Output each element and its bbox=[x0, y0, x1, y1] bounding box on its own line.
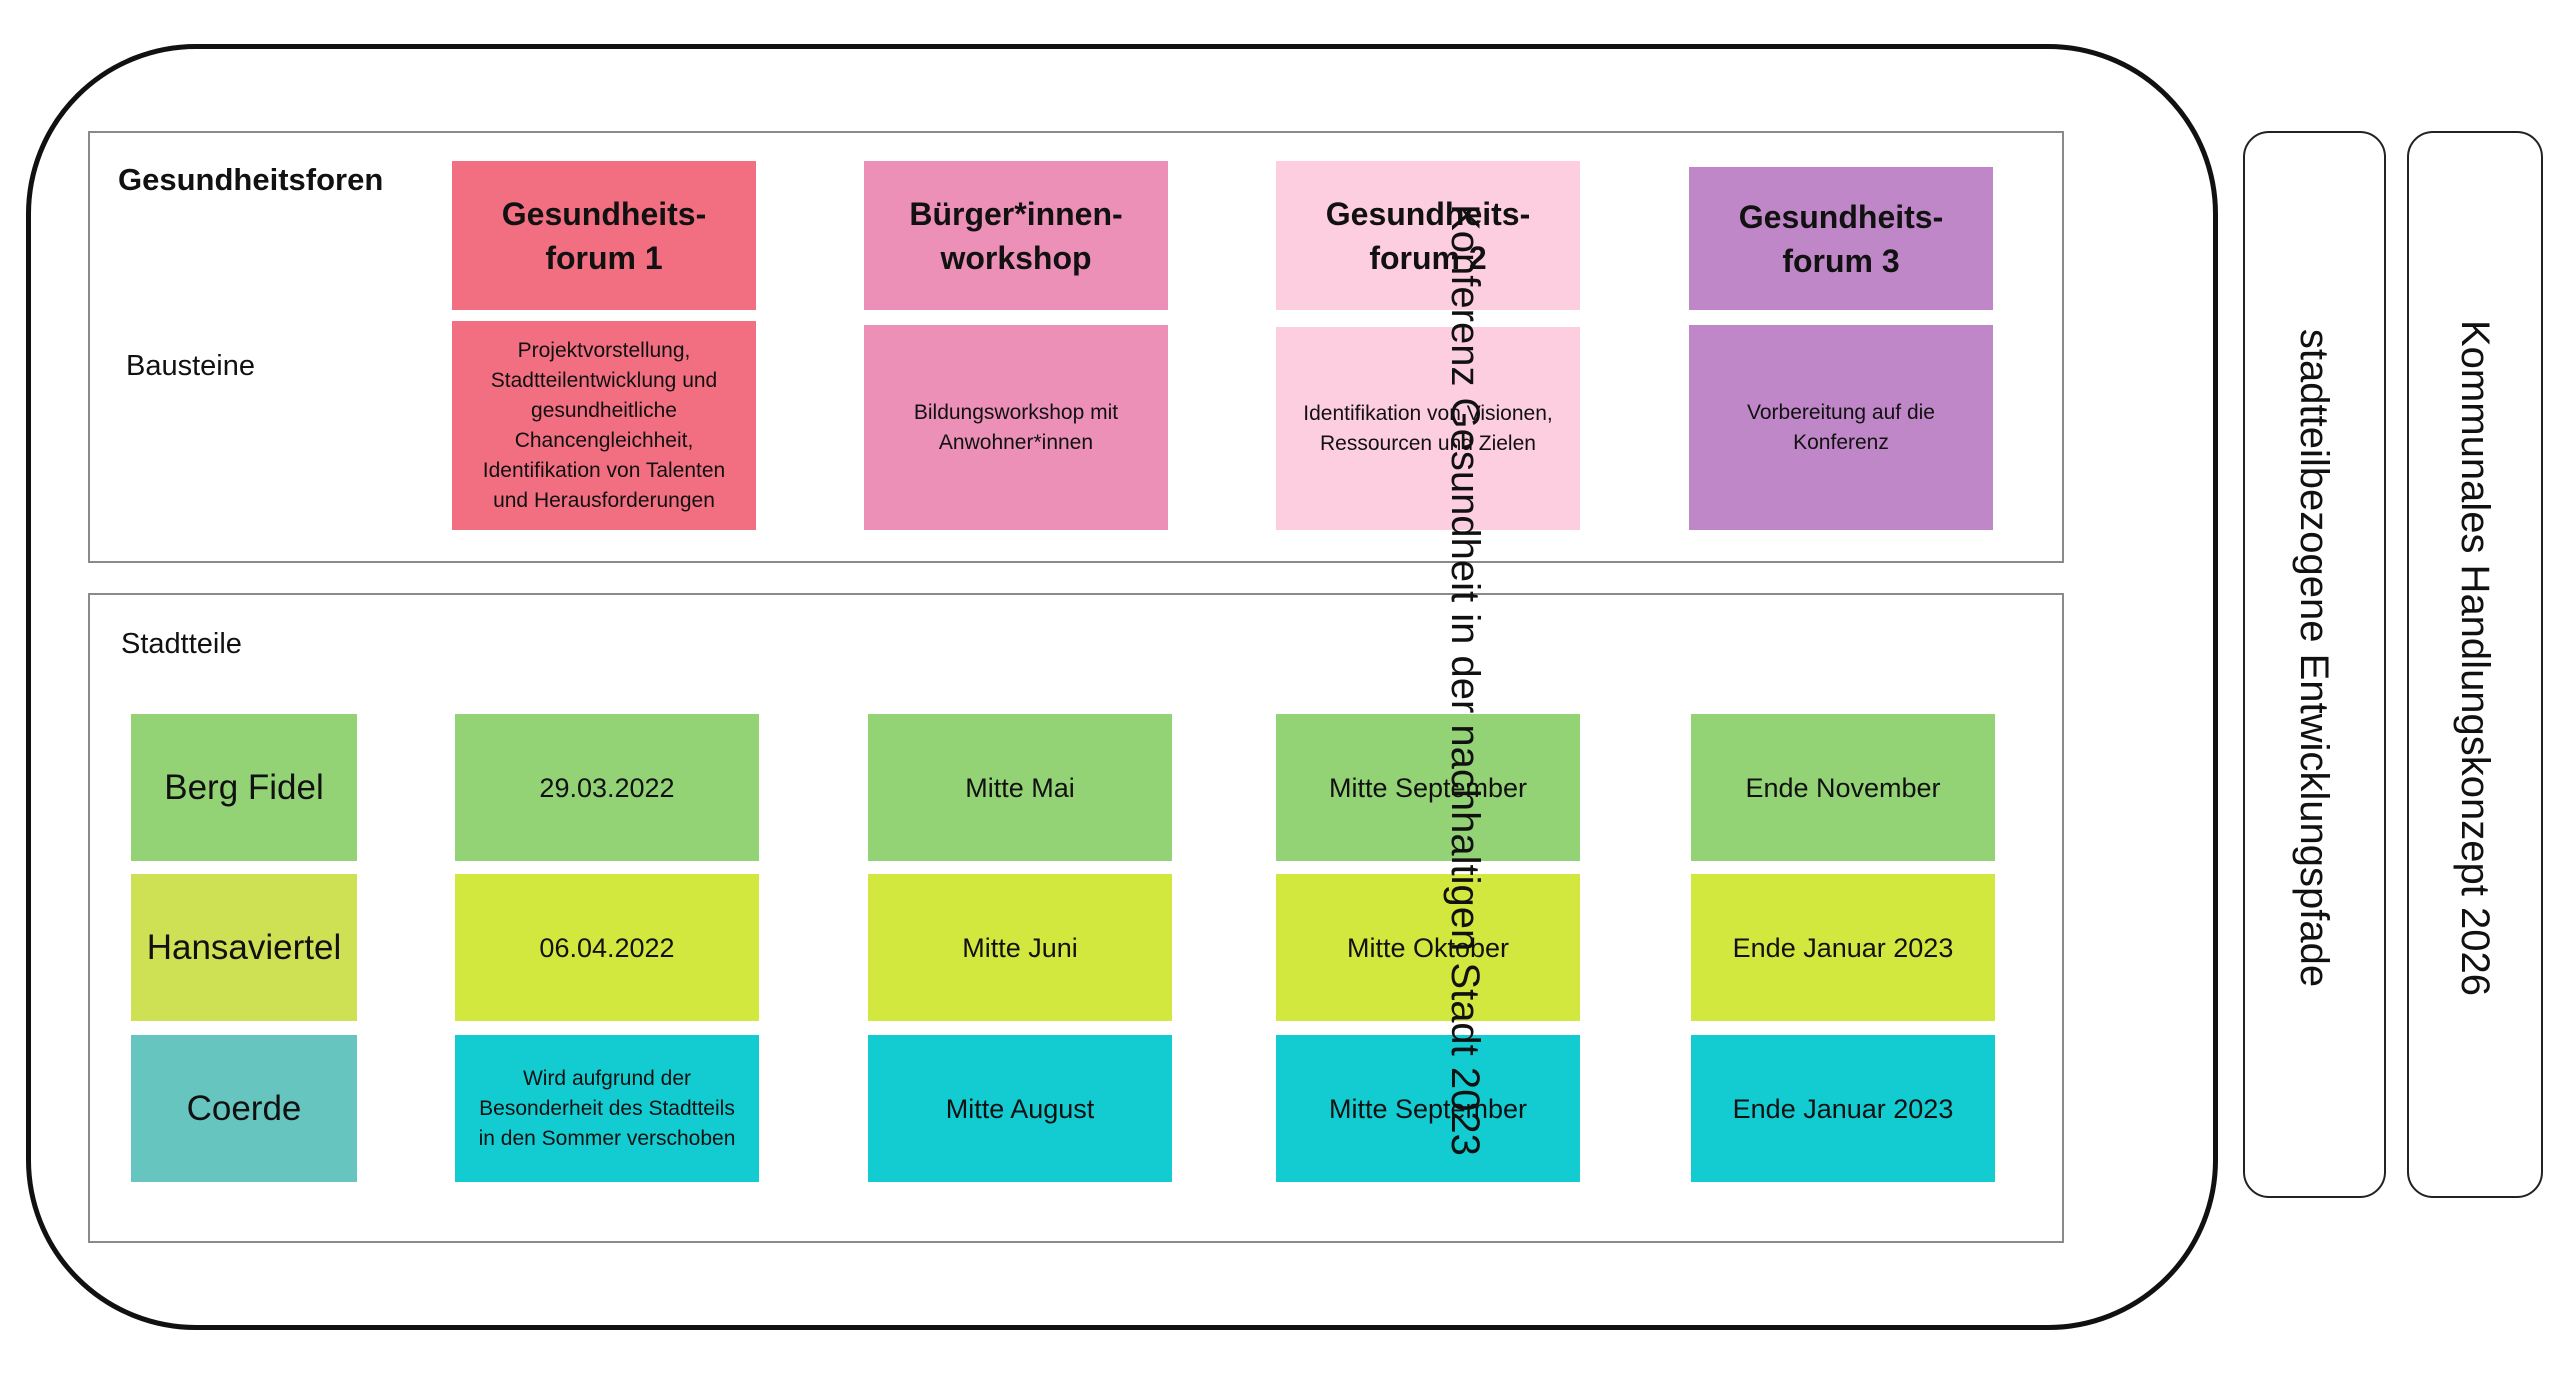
forums-heading: Gesundheitsforen bbox=[118, 162, 384, 197]
date-cell: Mitte Juni bbox=[868, 874, 1172, 1021]
date-cell: Ende November bbox=[1691, 714, 1995, 861]
desc-line: Vorbereitung auf die bbox=[1747, 400, 1935, 424]
date-cell: Mitte September bbox=[1276, 714, 1580, 861]
desc-line: und Herausforderungen bbox=[493, 488, 715, 512]
bausteine-label: Bausteine bbox=[126, 350, 255, 382]
date-cell: 29.03.2022 bbox=[455, 714, 759, 861]
date-cell: Ende Januar 2023 bbox=[1691, 1035, 1995, 1182]
desc-line: Chancengleichheit, bbox=[514, 428, 694, 452]
postponed-line: Besonderheit des Stadtteils bbox=[479, 1096, 735, 1120]
date-cell-postponed: Wird aufgrund der Besonderheit des Stadt… bbox=[455, 1035, 759, 1182]
forum-1-title: Gesundheits- forum 1 bbox=[452, 161, 756, 310]
workshop-title-line1: Bürger*innen- bbox=[909, 195, 1123, 232]
date-cell: Mitte Mai bbox=[868, 714, 1172, 861]
forum-3-title-line2: forum 3 bbox=[1782, 242, 1900, 279]
concept-label: Kommunales Handlungskonzept 2026 bbox=[2453, 320, 2498, 996]
pathways-pill bbox=[2243, 131, 2386, 1198]
forum-1-title-line1: Gesundheits- bbox=[501, 195, 707, 232]
forum-2-description: Identifikation von Visionen, Ressourcen … bbox=[1276, 327, 1580, 530]
forum-3-title: Gesundheits- forum 3 bbox=[1689, 167, 1993, 310]
concept-pill bbox=[2407, 131, 2543, 1198]
forum-2-title-line1: Gesundheits- bbox=[1325, 195, 1531, 232]
date-cell: Mitte September bbox=[1276, 1035, 1580, 1182]
outer-frame bbox=[26, 44, 2218, 1330]
workshop-title-line2: workshop bbox=[940, 239, 1092, 276]
pathways-label: stadtteilbezogene Entwicklungspfade bbox=[2292, 328, 2337, 988]
desc-line: Identifikation von Visionen, bbox=[1303, 401, 1553, 425]
forum-1-title-line2: forum 1 bbox=[545, 239, 663, 276]
desc-line: Konferenz bbox=[1793, 430, 1889, 454]
date-cell: Mitte Oktober bbox=[1276, 874, 1580, 1021]
district-berg-fidel: Berg Fidel bbox=[131, 714, 357, 861]
forum-1-description: Projektvorstellung, Stadtteilentwicklung… bbox=[452, 321, 756, 530]
forum-3-title-line1: Gesundheits- bbox=[1738, 198, 1944, 235]
date-cell: 06.04.2022 bbox=[455, 874, 759, 1021]
workshop-title: Bürger*innen- workshop bbox=[864, 161, 1168, 310]
districts-heading: Stadtteile bbox=[121, 628, 242, 660]
workshop-description: Bildungsworkshop mit Anwohner*innen bbox=[864, 325, 1168, 530]
desc-line: gesundheitliche bbox=[531, 398, 677, 422]
desc-line: Identifikation von Talenten bbox=[482, 458, 726, 482]
postponed-line: Wird aufgrund der bbox=[522, 1066, 692, 1090]
conference-label: Konferenz Gesundheit in der nachhaltigen… bbox=[1443, 204, 1488, 1156]
forum-2-title-line2: forum 2 bbox=[1369, 239, 1487, 276]
desc-line: Bildungsworkshop mit bbox=[913, 400, 1119, 424]
date-cell: Mitte August bbox=[868, 1035, 1172, 1182]
postponed-line: in den Sommer verschoben bbox=[478, 1126, 736, 1150]
forum-2-title: Gesundheits- forum 2 bbox=[1276, 161, 1580, 310]
district-coerde: Coerde bbox=[131, 1035, 357, 1182]
desc-line: Projektvorstellung, bbox=[517, 338, 691, 362]
desc-line: Anwohner*innen bbox=[938, 430, 1094, 454]
district-hansaviertel: Hansaviertel bbox=[131, 874, 357, 1021]
desc-line: Stadtteilentwicklung und bbox=[490, 368, 718, 392]
desc-line: Ressourcen und Zielen bbox=[1320, 431, 1536, 455]
date-cell: Ende Januar 2023 bbox=[1691, 874, 1995, 1021]
forum-3-description: Vorbereitung auf die Konferenz bbox=[1689, 325, 1993, 530]
